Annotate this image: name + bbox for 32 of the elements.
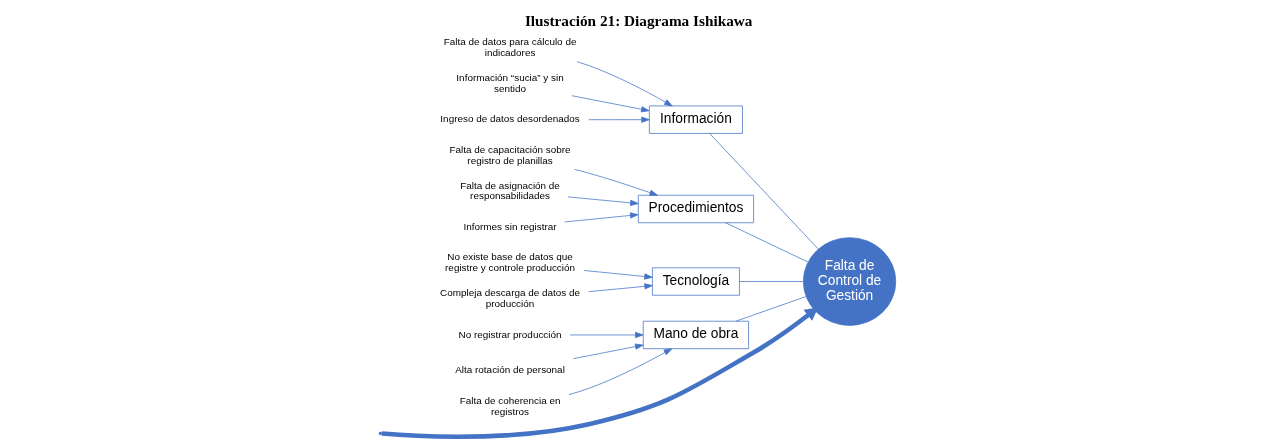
arrow <box>574 169 658 196</box>
arrow <box>568 348 673 396</box>
node-text: Falta de capacitación sobre registro de planillas <box>449 143 571 166</box>
node-text: Compleja descarga de datos de producción <box>440 287 580 310</box>
arrow <box>576 61 673 107</box>
node-text: Falta de datos para cálculo de indicadores <box>443 36 577 58</box>
arrow <box>381 307 819 439</box>
connector <box>725 222 809 263</box>
node-text: No existe base de datos que registre y controle producción <box>445 251 576 274</box>
node-box: Procedimientos <box>637 194 754 224</box>
node-box: Tecnología <box>652 267 740 296</box>
connector <box>735 296 807 322</box>
node-text: Falta de coherencia en registros <box>459 394 561 417</box>
node-box: Información <box>649 105 743 134</box>
arrow <box>573 343 644 360</box>
arrow <box>567 196 639 206</box>
node-text: Información “sucia” y sin sentido <box>456 72 564 94</box>
node-text: Informes sin registrar <box>463 220 557 232</box>
node-text: Ingreso de datos desordenados <box>440 113 580 125</box>
connector <box>739 281 804 282</box>
node-box: Mano de obra <box>642 320 749 350</box>
arrow <box>571 95 650 113</box>
diagram-title: Ilustración 21: Diagrama Ishikawa <box>524 11 753 29</box>
node-text: No registrar producción <box>458 328 562 340</box>
connector <box>709 133 819 250</box>
node-text: Alta rotación de personal <box>455 364 565 376</box>
arrow <box>569 331 644 338</box>
arrow <box>583 270 653 280</box>
arrow <box>588 283 653 293</box>
arrow <box>588 116 650 123</box>
node-text: Falta de asignación de responsabilidades <box>460 179 560 202</box>
arrow <box>564 212 639 223</box>
